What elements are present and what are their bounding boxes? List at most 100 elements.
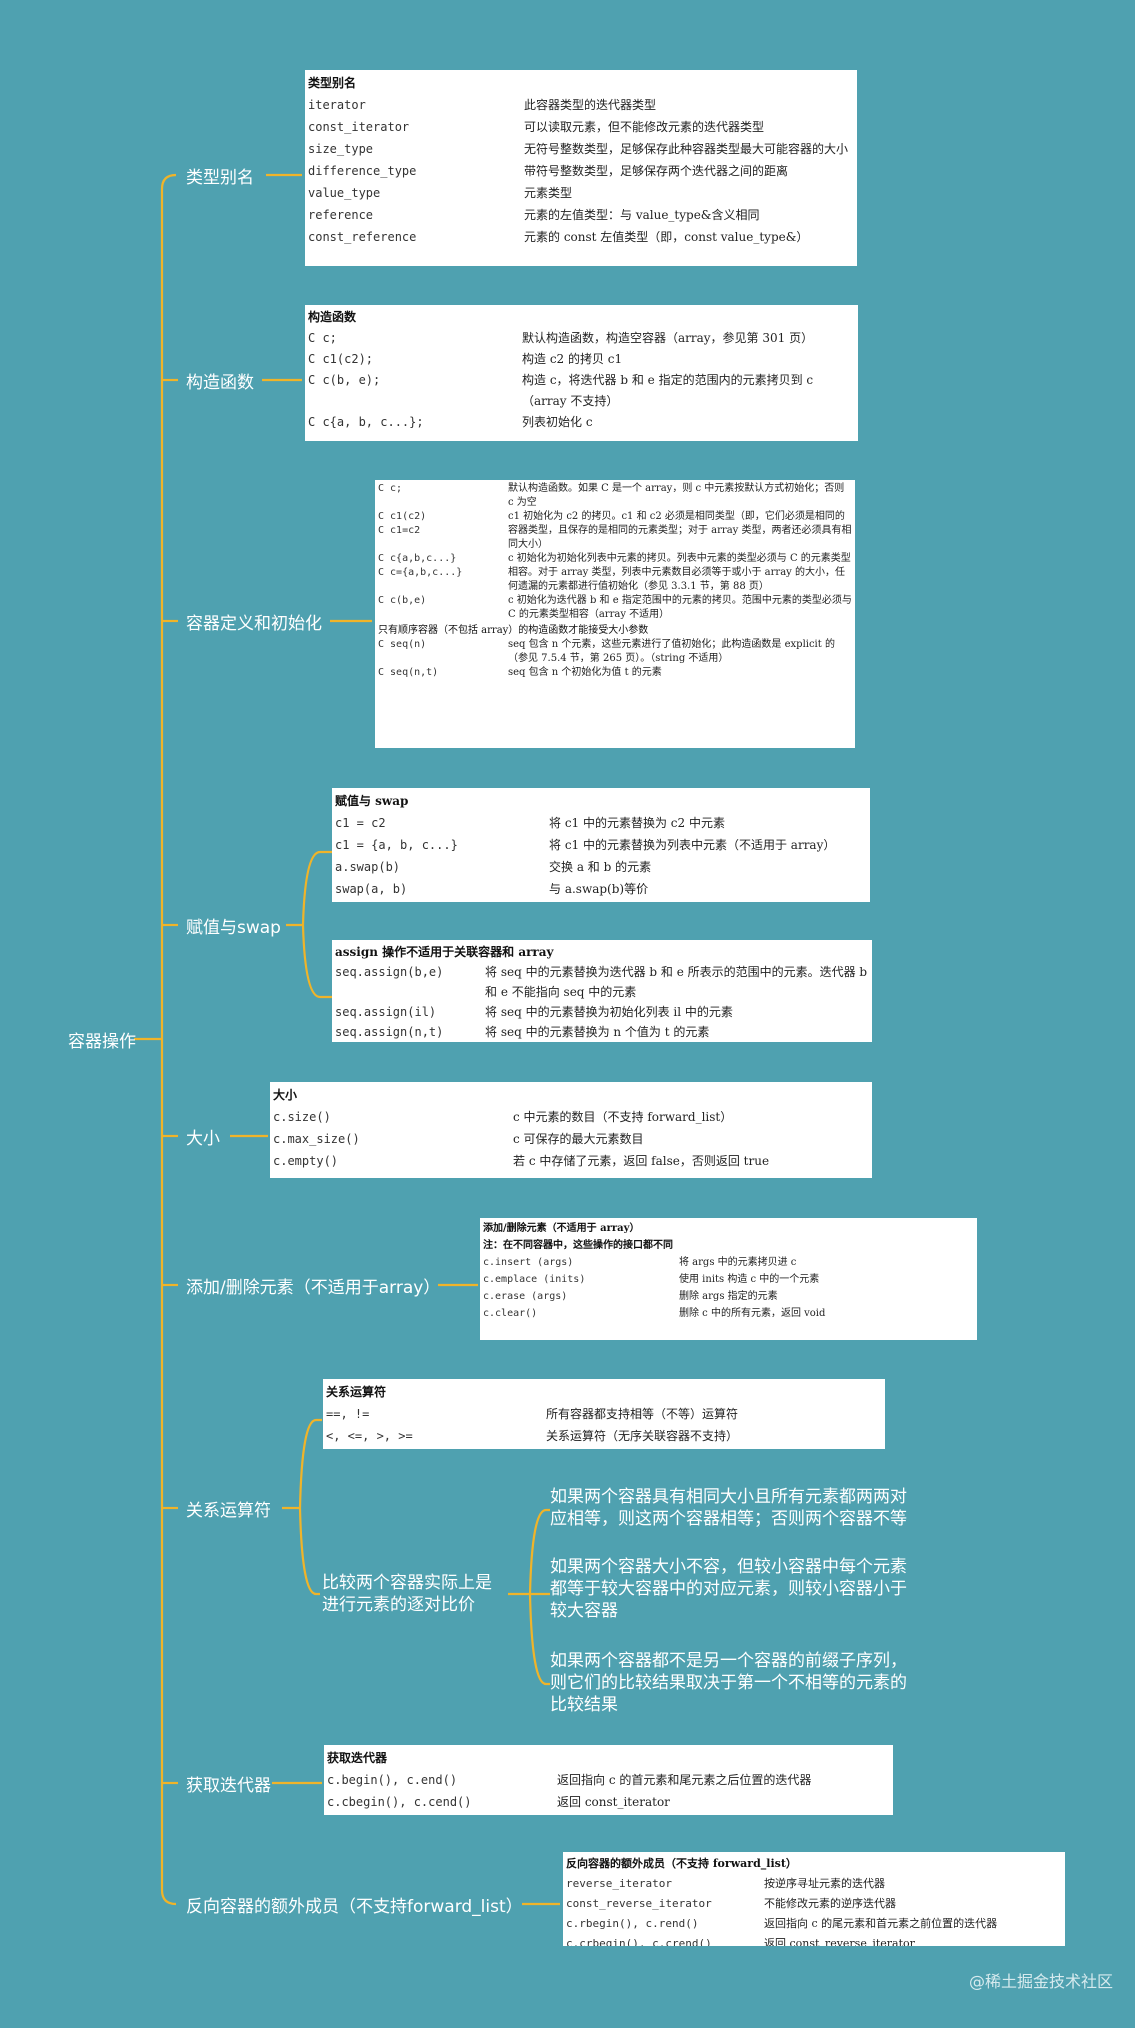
- row-key: c.insert (args): [483, 1257, 574, 1268]
- row-value: 将 args 中的元素拷贝进 c: [679, 1257, 797, 1268]
- table-row: seq.assign(il)将 seq 中的元素替换为初始化列表 il 中的元素: [335, 1002, 869, 1022]
- row-key: c.rbegin(), c.rend(): [566, 1917, 699, 1930]
- branch-assign-swap: 赋值与swap: [186, 918, 281, 938]
- row-key: C c1(c2);: [308, 352, 374, 366]
- row-value: 元素类型: [524, 186, 573, 200]
- row-value: 删除 c 中的所有元素，返回 void: [679, 1308, 826, 1319]
- card-title: 类型别名: [308, 76, 357, 90]
- table-row: C c;默认构造函数，构造空容器（array，参见第 301 页）: [308, 328, 855, 349]
- row-key: C c;: [378, 483, 403, 494]
- branch-define-init: 容器定义和初始化: [186, 614, 322, 634]
- row-key: <, <=, >, >=: [326, 1429, 413, 1443]
- table-row: c.max_size() c 可保存的最大元素数目: [273, 1128, 869, 1150]
- row-value: 将 c1 中的元素替换为 c2 中元素: [549, 816, 725, 830]
- row-key: c1 = c2: [335, 816, 386, 830]
- table-row: C seq(n,t) seq 包含 n 个初始化为值 t 的元素: [378, 666, 852, 680]
- table-row: c.clear() 删除 c 中的所有元素，返回 void: [483, 1305, 974, 1322]
- branch-size: 大小: [186, 1129, 220, 1149]
- row-value: 带符号整数类型，足够保存两个迭代器之间的距离: [524, 164, 789, 178]
- card-title: 获取迭代器: [327, 1751, 388, 1765]
- row-value: 列表初始化 c: [522, 415, 593, 429]
- table-row: C c; 默认构造函数。如果 C 是一个 array，则 c 中元素按默认方式初始…: [378, 482, 852, 510]
- branch-type-alias: 类型别名: [186, 168, 254, 188]
- table-row: C c(b,e)c 初始化为迭代器 b 和 e 指定范围中的元素的拷贝。范围中元…: [378, 594, 852, 622]
- add-remove-table: 添加/删除元素（不适用于 array） 注：在不同容器中，这些操作的接口都不同 c.…: [480, 1218, 977, 1340]
- card-title: assign 操作不适用于关联容器和 array: [335, 945, 554, 959]
- table-row: a.swap(b)交换 a 和 b 的元素: [335, 856, 867, 878]
- root-node: 容器操作: [68, 1032, 136, 1052]
- card-title: 添加/删除元素（不适用于 array）: [483, 1223, 640, 1234]
- table-row: C c1(c2);构造 c2 的拷贝 c1: [308, 349, 855, 370]
- branch-reverse: 反向容器的额外成员（不支持forward_list）: [186, 1897, 523, 1917]
- watermark: @稀土掘金技术社区: [968, 1972, 1113, 1991]
- row-value: 默认构造函数，构造空容器（array，参见第 301 页）: [522, 331, 814, 345]
- row-key: c.clear(): [483, 1308, 538, 1319]
- row-key: c.begin(), c.end(): [327, 1773, 458, 1787]
- row-value: 返回 const_reverse_iterator: [764, 1937, 915, 1946]
- card-subtitle: 只有顺序容器（不包括 array）的构造函数才能接受大小参数: [378, 625, 649, 636]
- row-value: 默认构造函数。如果 C 是一个 array，则 c 中元素按默认方式初始化；否则…: [508, 483, 845, 508]
- row-key: c.emplace (inits): [483, 1274, 586, 1285]
- comparison-label: 比较两个容器实际上是进行元素的逐对比价: [322, 1573, 492, 1615]
- row-key: c.cbegin(), c.cend(): [327, 1795, 472, 1809]
- row-key: c.size(): [273, 1110, 331, 1124]
- row-value: 将 c1 中的元素替换为列表中元素（不适用于 array）: [549, 838, 836, 852]
- row-value: 返回 const_iterator: [557, 1795, 670, 1809]
- row-value: 所有容器都支持相等（不等）运算符: [546, 1407, 739, 1421]
- table-row: c.empty()若 c 中存储了元素，返回 false，否则返回 true: [273, 1150, 869, 1172]
- table-row: swap(a, b)与 a.swap(b)等价: [335, 878, 867, 900]
- row-key: c.crbegin(), c.crend(): [566, 1937, 712, 1946]
- row-value: 无符号整数类型，足够保存此种容器类型最大可能容器的大小: [524, 142, 849, 156]
- card-fade: [305, 435, 858, 441]
- row-value: 返回指向 c 的首元素和尾元素之后位置的迭代器: [557, 1773, 812, 1787]
- row-key: C c{a, b, c...};: [308, 415, 424, 429]
- table-row: c.emplace (inits) 使用 inits 构造 c 中的一个元素: [483, 1271, 974, 1288]
- row-key: C seq(n): [378, 639, 427, 650]
- row-value: c1 初始化为 c2 的拷贝。c1 和 c2 必须是相同类型（即，它们必须是相同…: [508, 511, 852, 550]
- row-key: c1 = {a, b, c...}: [335, 838, 458, 852]
- row-key: seq.assign(il): [335, 1005, 437, 1019]
- row-key: c.max_size(): [273, 1132, 360, 1146]
- row-key: const_iterator: [308, 120, 410, 134]
- table-row: C c(b, e);构造 c，将迭代器 b 和 e 指定的范围内的元素拷贝到 c…: [308, 370, 855, 412]
- row-value: seq 包含 n 个初始化为值 t 的元素: [508, 667, 662, 678]
- table-row: C c{a,b,c...} C c={a,b,c...}c 初始化为初始化列表中…: [378, 552, 852, 594]
- table-row: c.begin(), c.end() 返回指向 c 的首元素和尾元素之后位置的迭代…: [327, 1769, 890, 1791]
- row-key: C seq(n,t): [378, 667, 439, 678]
- table-row: seq.assign(b,e)将 seq 中的元素替换为迭代器 b 和 e 所表…: [335, 962, 869, 1002]
- row-key: C c(b, e);: [308, 373, 381, 387]
- row-value: 若 c 中存储了元素，返回 false，否则返回 true: [513, 1154, 770, 1168]
- row-value: 使用 inits 构造 c 中的一个元素: [679, 1274, 820, 1285]
- reverse-table: 反向容器的额外成员（不支持 forward_list） reverse_itera…: [563, 1852, 1065, 1946]
- card-title: 构造函数: [308, 310, 357, 324]
- table-row: c.crbegin(), c.crend() 返回 const_reverse_i…: [566, 1934, 1062, 1946]
- define-init-table: C c; 默认构造函数。如果 C 是一个 array，则 c 中元素按默认方式初始…: [375, 480, 855, 748]
- row-value: c 可保存的最大元素数目: [513, 1132, 644, 1146]
- row-key: size_type: [308, 142, 374, 156]
- card-subtitle: 注：在不同容器中，这些操作的接口都不同: [483, 1240, 673, 1251]
- row-value: seq 包含 n 个元素，这些元素进行了值初始化；此构造函数是 explicit…: [508, 639, 835, 664]
- table-row: c.size() c 中元素的数目（不支持 forward_list）: [273, 1106, 869, 1128]
- row-key: value_type: [308, 186, 381, 200]
- branch-relational: 关系运算符: [186, 1501, 271, 1521]
- row-value: 返回指向 c 的尾元素和首元素之前位置的迭代器: [764, 1917, 998, 1930]
- table-row: size_type 无符号整数类型，足够保存此种容器类型最大可能容器的大小: [308, 138, 854, 160]
- row-value: c 中元素的数目（不支持 forward_list）: [513, 1110, 733, 1124]
- row-key: iterator: [308, 98, 366, 112]
- table-row: c1 = c2 将 c1 中的元素替换为 c2 中元素: [335, 812, 867, 834]
- row-key: reverse_iterator: [566, 1877, 672, 1890]
- row-value: 删除 args 指定的元素: [679, 1291, 778, 1302]
- row-value: 将 seq 中的元素替换为迭代器 b 和 e 所表示的范围中的元素。迭代器 b …: [485, 965, 868, 999]
- table-row: c1 = {a, b, c...} 将 c1 中的元素替换为列表中元素（不适用于 …: [335, 834, 867, 856]
- card-title: 反向容器的额外成员（不支持 forward_list）: [566, 1857, 797, 1870]
- table-row: c.cbegin(), c.cend() 返回 const_iterator: [327, 1791, 890, 1813]
